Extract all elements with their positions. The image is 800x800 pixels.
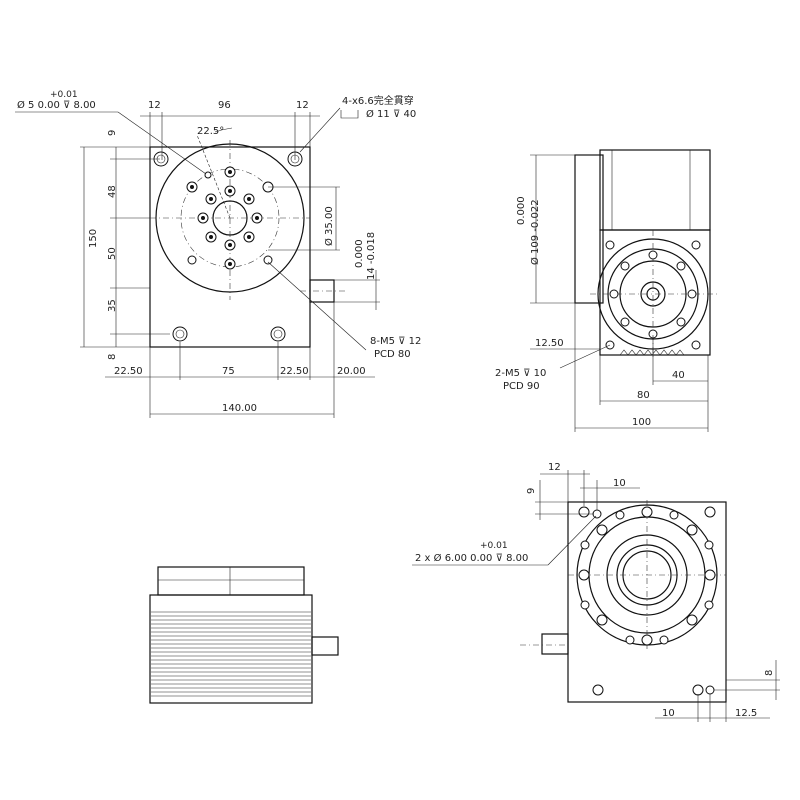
- top-view-pin-hole: [204, 171, 212, 179]
- dim-140-00: 140.00: [222, 403, 257, 414]
- through-hole-title: 4-x6.6完全貫穿: [342, 94, 414, 107]
- dim-48: 48: [107, 185, 118, 198]
- dim-75: 75: [222, 366, 235, 377]
- shaft-tol-lower: 14 -0.018: [366, 232, 377, 280]
- bottom-dim-9: 9: [526, 488, 537, 494]
- side-view: 0.000 Ø 109 -0.022 12.50 2-M5 ⊽ 10 PCD 9…: [495, 149, 720, 432]
- pin-tol-plus: +0.01: [50, 90, 78, 100]
- bottom-dim-12-5: 12.5: [735, 708, 757, 719]
- shaft-tol-upper: 0.000: [354, 239, 365, 268]
- front-view: [149, 566, 339, 704]
- side-tap-spec: 2-M5 ⊽ 10: [495, 368, 546, 379]
- dim-50: 50: [107, 247, 118, 260]
- side-dia-tol-upper: 0.000: [516, 196, 527, 225]
- dim-35: 35: [107, 299, 118, 312]
- bottom-view: 12 10 9 +0.01 2 x Ø 6.00 0.00 ⊽ 8.00 8 1…: [412, 462, 780, 722]
- dim-9: 9: [107, 130, 118, 136]
- dim-22-5-angle: 22.5°: [197, 126, 224, 137]
- bottom-view-pin-bottom: [705, 685, 715, 695]
- front-view-fins: [151, 611, 311, 697]
- bottom-pin-spec: 2 x Ø 6.00 0.00 ⊽ 8.00: [415, 552, 528, 564]
- top-view-body: [149, 146, 311, 348]
- dim-35-00: Ø 35.00: [323, 206, 335, 246]
- side-dim-40: 40: [672, 370, 685, 381]
- bottom-view-holes: [578, 506, 716, 646]
- front-view-body: [149, 594, 313, 704]
- dim-12-left: 12: [148, 100, 161, 111]
- dim-22-50-right: 22.50: [280, 366, 309, 377]
- dim-20-00: 20.00: [337, 366, 366, 377]
- dim-8: 8: [107, 354, 118, 360]
- tap-spec: 8-M5 ⊽ 12: [370, 336, 421, 347]
- through-hole-cbore: Ø 11 ⊽ 40: [366, 108, 416, 120]
- bottom-view-pin-top: [592, 509, 602, 519]
- pin-spec: Ø 5 0.00 ⊽ 8.00: [17, 99, 96, 111]
- side-tap-pcd: PCD 90: [503, 381, 540, 392]
- bottom-dim-10-top: 10: [613, 478, 626, 489]
- side-dim-100: 100: [632, 417, 651, 428]
- side-dim-80: 80: [637, 390, 650, 401]
- side-dia-tol-lower: Ø 109 -0.022: [529, 199, 541, 265]
- bottom-dim-10-bottom: 10: [662, 708, 675, 719]
- bottom-pin-tol-plus: +0.01: [480, 541, 508, 551]
- bottom-dim-12: 12: [548, 462, 561, 473]
- bottom-dim-8: 8: [764, 670, 775, 676]
- side-dim-12-50: 12.50: [535, 338, 564, 349]
- front-view-shaft: [311, 636, 339, 656]
- dim-150: 150: [88, 229, 99, 248]
- top-view-corner-holes: [153, 151, 303, 342]
- top-view: 12 96 12 22.5° +0.01 Ø 5 0.00 ⊽ 8.00 4-x…: [15, 90, 421, 418]
- tap-pcd: PCD 80: [374, 349, 411, 360]
- dim-12-right: 12: [296, 100, 309, 111]
- dim-22-50-left: 22.50: [114, 366, 143, 377]
- top-view-tapped-holes: [197, 185, 263, 251]
- side-view-body: [599, 229, 711, 356]
- dim-96: 96: [218, 100, 231, 111]
